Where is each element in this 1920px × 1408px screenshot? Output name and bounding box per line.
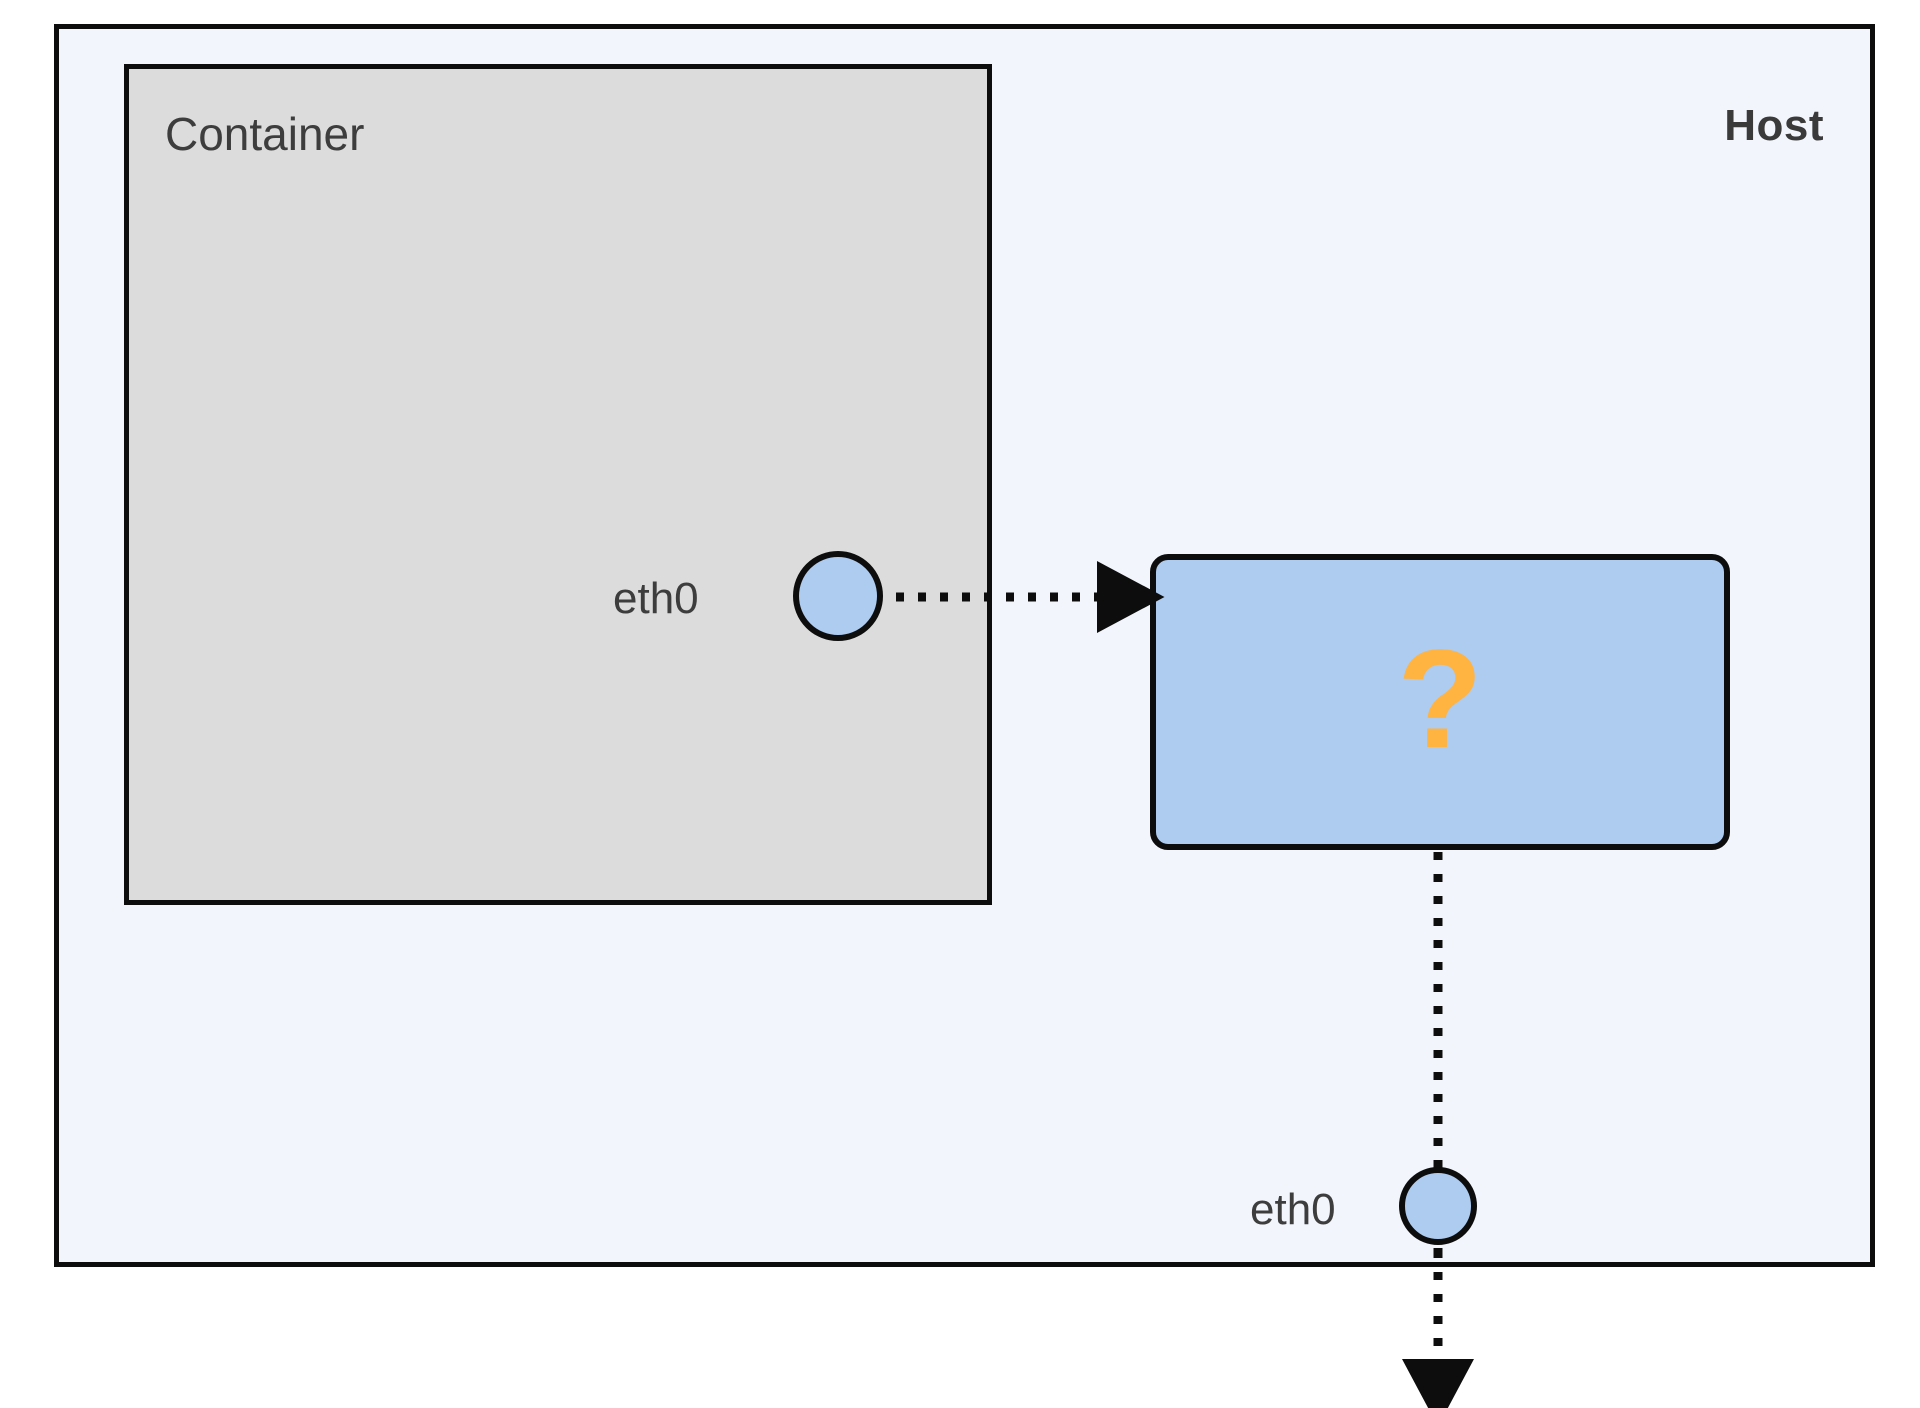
unknown-network-node[interactable]: ? (1150, 554, 1730, 850)
container-boundary: Container (124, 64, 992, 905)
container-eth0-label: eth0 (613, 574, 699, 623)
host-label: Host (1724, 101, 1824, 150)
question-mark-icon: ? (1397, 620, 1483, 777)
container-label: Container (165, 108, 365, 160)
host-eth0-label: eth0 (1250, 1185, 1336, 1234)
container-eth0-port[interactable] (793, 551, 883, 641)
host-eth0-port[interactable] (1399, 1167, 1477, 1245)
